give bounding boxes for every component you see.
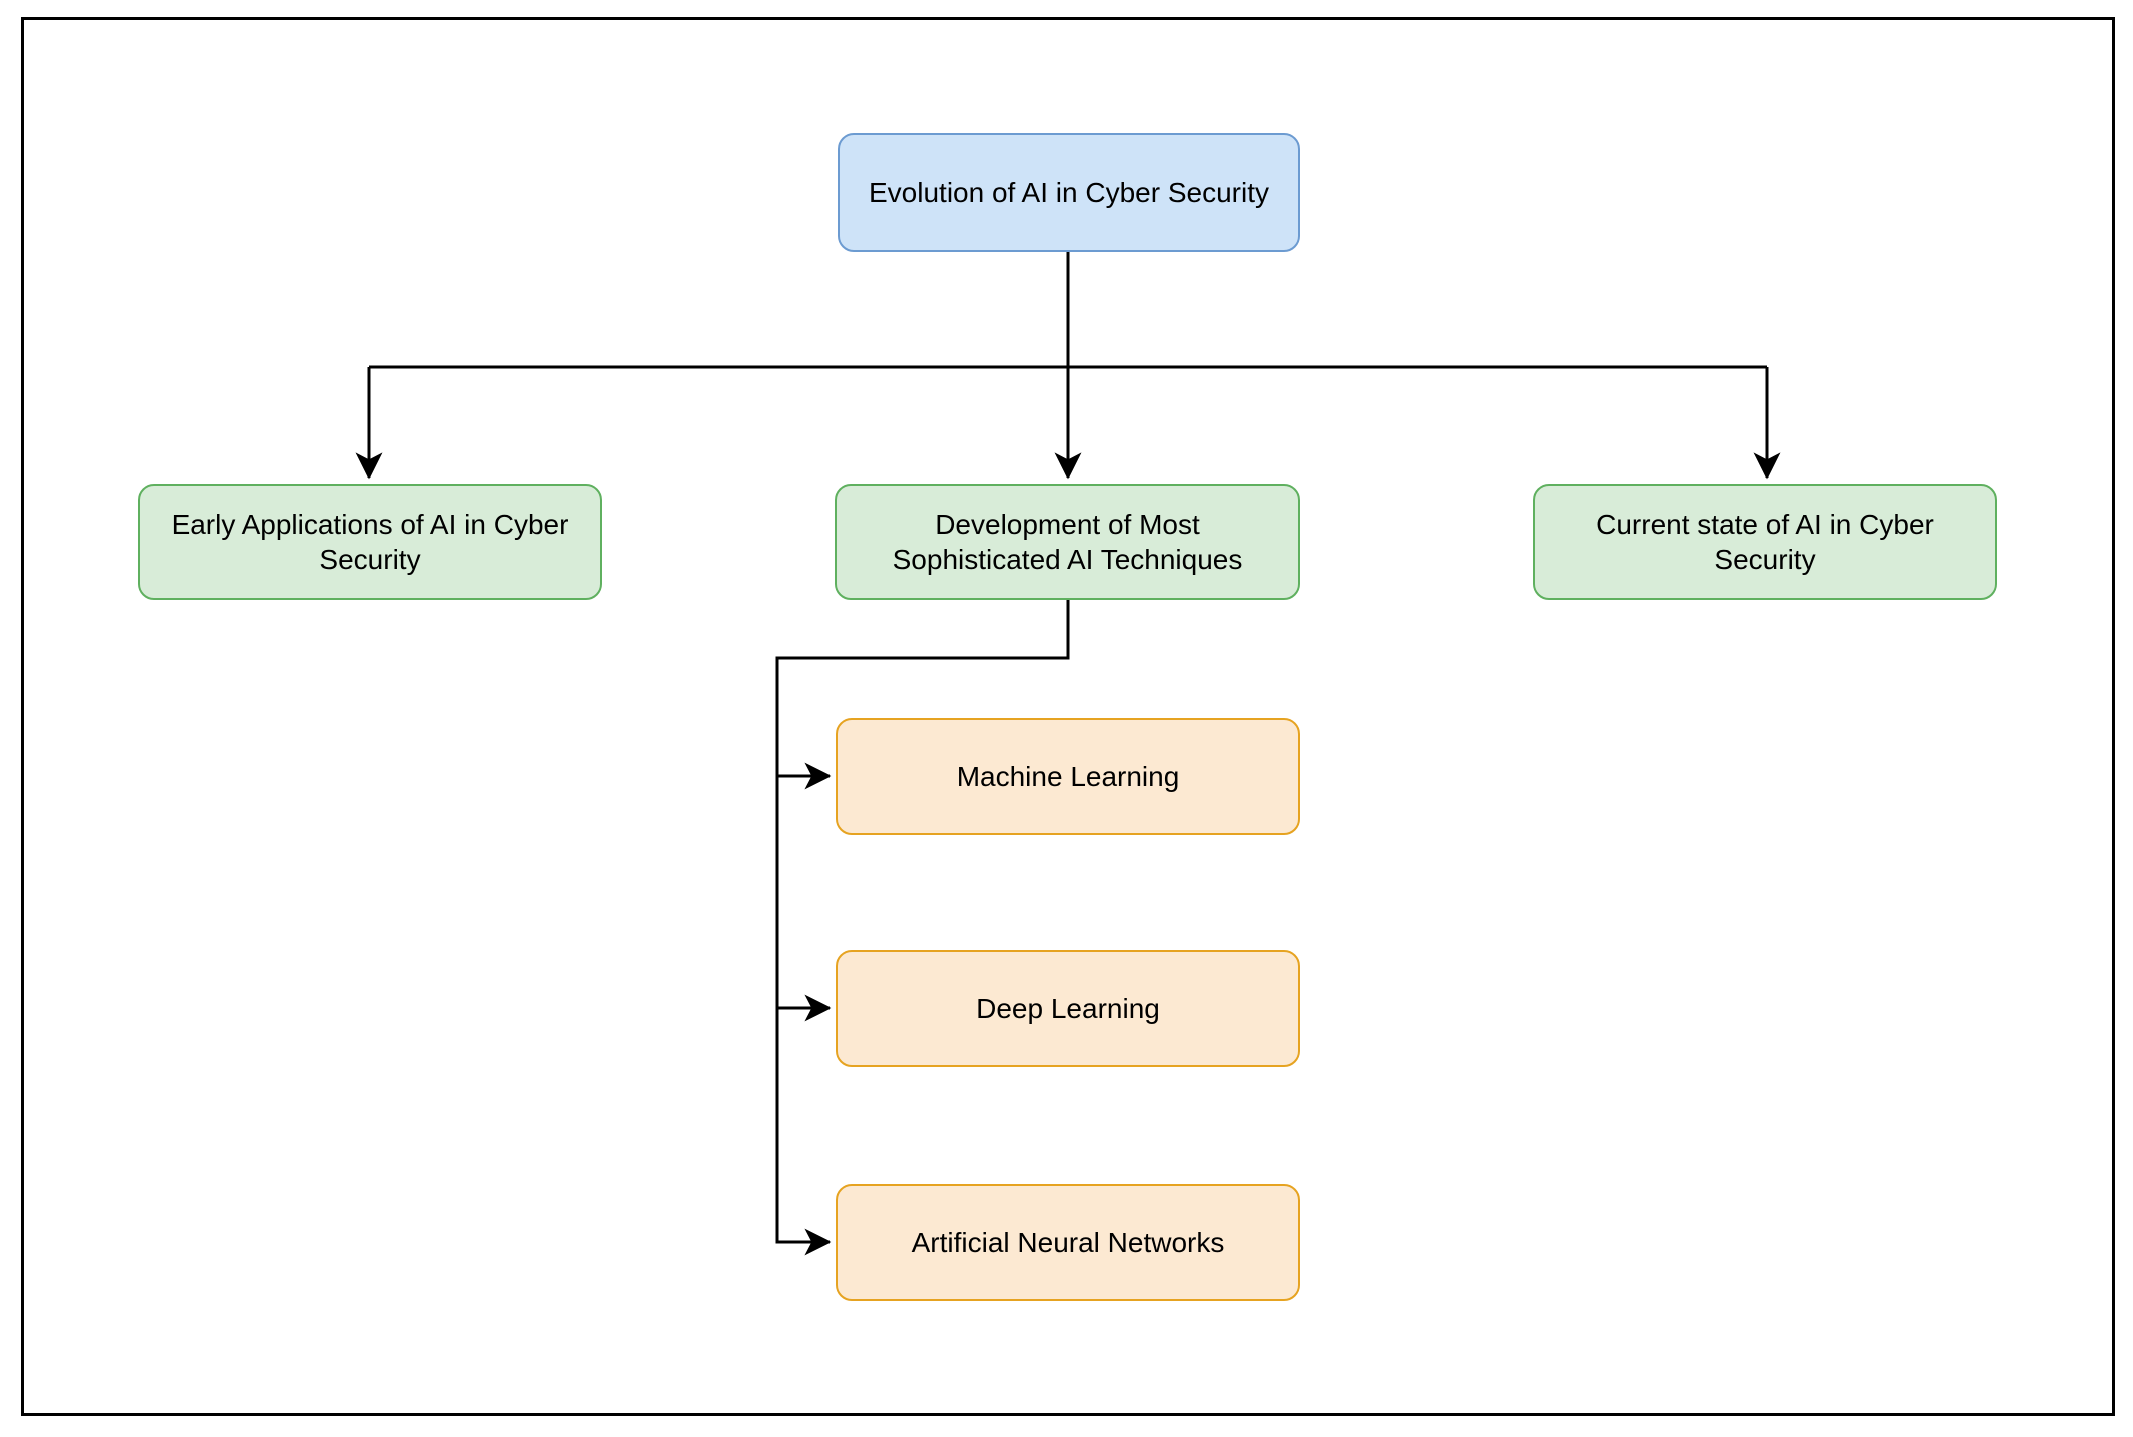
node-label: Machine Learning: [956, 761, 1180, 792]
outer-border: [21, 17, 2115, 1416]
node-current-state: Current state of AI in Cyber Security: [1533, 484, 1997, 600]
node-label: Artificial Neural Networks: [911, 1227, 1225, 1258]
node-machine-learning: Machine Learning: [836, 718, 1300, 835]
node-label: Evolution of AI in Cyber Security: [869, 177, 1269, 208]
node-label: Development of Most Sophisticated AI Tec…: [892, 509, 1243, 575]
node-label: Early Applications of AI in Cyber Securi…: [171, 509, 569, 575]
node-early-applications: Early Applications of AI in Cyber Securi…: [138, 484, 602, 600]
node-development-of-ai-techniques: Development of Most Sophisticated AI Tec…: [835, 484, 1300, 600]
node-deep-learning: Deep Learning: [836, 950, 1300, 1067]
node-evolution-of-ai-in-cyber-security: Evolution of AI in Cyber Security: [838, 133, 1300, 252]
node-label: Current state of AI in Cyber Security: [1596, 509, 1934, 575]
node-artificial-neural-networks: Artificial Neural Networks: [836, 1184, 1300, 1301]
node-label: Deep Learning: [976, 993, 1160, 1024]
